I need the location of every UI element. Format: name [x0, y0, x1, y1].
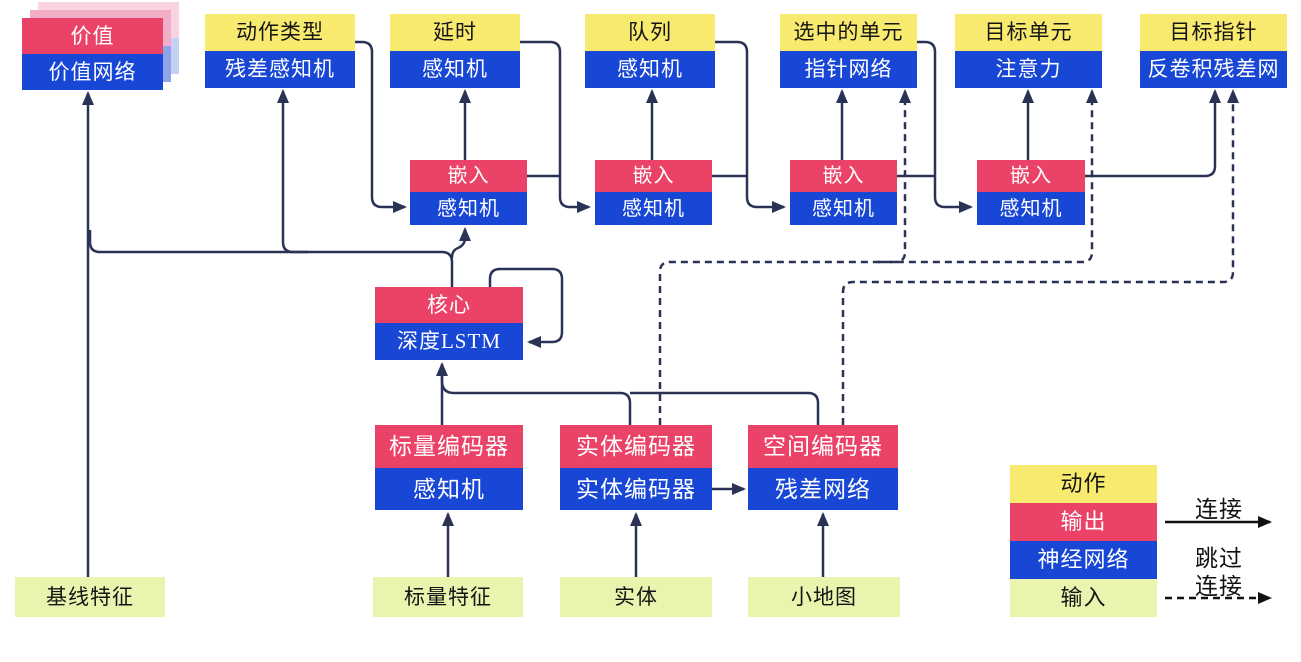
legend-skip-label-line2: 连接 [1195, 574, 1243, 599]
node-selected-units-action: 选中的单元 [780, 14, 917, 51]
node-entity-encoder-network: 实体编码器 [560, 468, 712, 510]
node-target-unit-network: 注意力 [955, 51, 1102, 88]
node-minimap-label: 小地图 [748, 577, 900, 617]
edge-spatial-encoder-to-core-merge [630, 391, 820, 425]
node-entity-encoder: 实体编码器 实体编码器 [560, 425, 712, 510]
legend-skip-label-line1: 跳过 [1195, 546, 1243, 571]
legend-connection-label: 连接 [1195, 497, 1243, 522]
node-embed-3: 嵌入 感知机 [790, 160, 897, 225]
node-scalar-encoder: 标量编码器 感知机 [375, 425, 523, 510]
node-minimap: 小地图 [748, 577, 900, 617]
node-scalar-features: 标量特征 [373, 577, 523, 617]
node-delay-network: 感知机 [390, 51, 520, 88]
edge-core-to-embed1 [450, 227, 471, 259]
node-scalar-encoder-output: 标量编码器 [375, 425, 523, 468]
node-entities: 实体 [560, 577, 712, 617]
node-embed-4-network: 感知机 [977, 192, 1085, 225]
node-embed-2-network: 感知机 [595, 192, 712, 225]
edge-core-to-left-fanout [88, 230, 454, 287]
edge-fanout-to-action-type [277, 89, 308, 254]
node-action-type: 动作类型 残差感知机 [205, 14, 355, 88]
node-target-point-network: 反卷积残差网 [1140, 51, 1287, 88]
node-spatial-encoder-network: 残差网络 [748, 468, 898, 510]
node-value-output: 价值 [22, 18, 163, 54]
node-embed-2: 嵌入 感知机 [595, 160, 712, 225]
skip-edge-spatial-encoder-to-target-point [841, 89, 1239, 425]
node-target-point-action: 目标指针 [1140, 14, 1287, 51]
node-value-network: 价值网络 [22, 54, 163, 90]
node-action-type-action: 动作类型 [205, 14, 355, 51]
edge-delay-to-embed2 [520, 40, 591, 213]
node-embed-1: 嵌入 感知机 [410, 160, 527, 225]
node-embed-3-output: 嵌入 [790, 160, 897, 192]
node-spatial-encoder: 空间编码器 残差网络 [748, 425, 898, 510]
node-scalar-features-label: 标量特征 [373, 577, 523, 617]
node-core-output: 核心 [375, 287, 523, 323]
node-selected-units: 选中的单元 指针网络 [780, 14, 917, 88]
node-entity-encoder-output: 实体编码器 [560, 425, 712, 468]
node-embed-4: 嵌入 感知机 [977, 160, 1085, 225]
node-selected-units-network: 指针网络 [780, 51, 917, 88]
node-queue-action: 队列 [585, 14, 715, 51]
node-target-point: 目标指针 反卷积残差网 [1140, 14, 1287, 88]
skip-edge-entity-encoder-to-target-unit [658, 89, 1098, 425]
node-entities-label: 实体 [560, 577, 712, 617]
node-delay: 延时 感知机 [390, 14, 520, 88]
node-embed-4-output: 嵌入 [977, 160, 1085, 192]
edge-embed4-to-target-point [1085, 89, 1221, 178]
node-core: 核心 深度LSTM [375, 287, 523, 360]
legend-action: 动作 [1010, 465, 1157, 503]
node-baseline-features: 基线特征 [15, 577, 165, 617]
legend-neural-network: 神经网络 [1010, 541, 1157, 579]
legend-input: 输入 [1010, 579, 1157, 617]
node-embed-1-output: 嵌入 [410, 160, 527, 192]
node-target-unit-action: 目标单元 [955, 14, 1102, 51]
node-embed-1-network: 感知机 [410, 192, 527, 225]
node-spatial-encoder-output: 空间编码器 [748, 425, 898, 468]
node-embed-3-network: 感知机 [790, 192, 897, 225]
legend-color-key: 动作 输出 神经网络 输入 [1010, 465, 1157, 617]
node-embed-2-output: 嵌入 [595, 160, 712, 192]
node-value: 价值 价值网络 [22, 18, 163, 90]
node-scalar-encoder-network: 感知机 [375, 468, 523, 510]
node-action-type-network: 残差感知机 [205, 51, 355, 88]
legend-output: 输出 [1010, 503, 1157, 541]
node-queue: 队列 感知机 [585, 14, 715, 88]
node-queue-network: 感知机 [585, 51, 715, 88]
edge-queue-to-embed3 [715, 40, 786, 213]
edge-entity-encoder-to-core-merge [440, 372, 632, 425]
node-delay-action: 延时 [390, 14, 520, 51]
node-baseline-features-label: 基线特征 [15, 577, 165, 617]
node-target-unit: 目标单元 注意力 [955, 14, 1102, 88]
node-core-network: 深度LSTM [375, 323, 523, 360]
